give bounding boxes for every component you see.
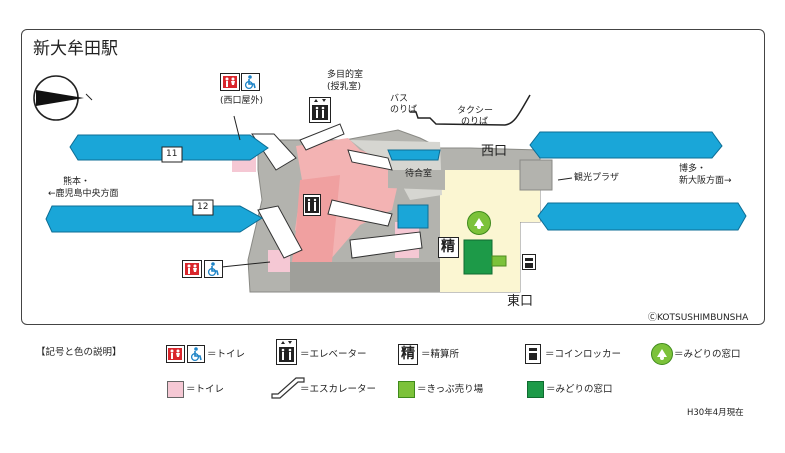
station-title: 新大牟田駅 <box>33 39 118 59</box>
platform-right-12 <box>537 202 747 231</box>
bus-route-line <box>410 94 531 126</box>
multipurpose-room-label: 多目的室 <box>327 70 364 80</box>
toilet-icon <box>182 260 202 278</box>
direction-hakata-2: 新大阪方面→ <box>679 176 732 186</box>
legend-midori-color-text: ＝みどりの窓口 <box>546 384 613 395</box>
track-12-label: 12 <box>197 202 209 212</box>
legend-toilet-icon <box>166 345 185 363</box>
legend-escalator-text: ＝エスカレーター <box>300 384 377 395</box>
nursing-room-label: (授乳室) <box>327 82 362 92</box>
map-frame <box>21 29 765 325</box>
legend-ticket-color-text: ＝きっぷ売り場 <box>417 384 484 395</box>
legend-fare-adjustment-text: ＝精算所 <box>421 349 460 360</box>
elevator-icon <box>303 194 321 216</box>
legend-coin-locker-icon <box>525 344 541 364</box>
legend-heading: 【記号と色の説明】 <box>36 347 122 358</box>
legend-ticket-color-swatch <box>398 381 415 398</box>
track-11-label: 11 <box>166 149 178 159</box>
legend-toilet-color-text: ＝トイレ <box>186 384 225 395</box>
legend-escalator-icon <box>271 377 305 399</box>
tourist-plaza-label: 観光プラザ <box>574 173 620 183</box>
midori-window-icon <box>467 211 491 235</box>
date-label: H30年4月現在 <box>687 408 744 418</box>
platform-right-11 <box>529 131 723 159</box>
bus-stop-label: のりば <box>390 105 418 115</box>
accessible-icon <box>204 260 223 278</box>
coin-locker-icon <box>522 254 536 270</box>
direction-kumamoto-1: 熊本・ <box>63 177 91 187</box>
copyright-text: ⒸKOTSUSHIMBUNSHA <box>648 313 749 323</box>
platforms <box>45 131 747 233</box>
toilet-icon <box>220 73 240 91</box>
station-floor <box>232 129 553 293</box>
legend-midori-color-swatch <box>527 381 544 398</box>
east-exit-label: 東口 <box>507 294 534 309</box>
legend-elevator-icon <box>276 339 297 365</box>
waiting-room-label: 待合室 <box>405 169 433 179</box>
accessible-icon <box>241 73 260 91</box>
west-exit-label: 西口 <box>481 144 508 159</box>
west-outdoor-label: (西口屋外) <box>220 96 264 106</box>
legend-midori-text: ＝みどりの窓口 <box>674 349 741 360</box>
platform-12 <box>45 205 263 233</box>
taxi-label: タクシー <box>457 106 494 116</box>
legend-fare-adjustment-icon: 精 <box>398 344 418 365</box>
legend-toilet-color-swatch <box>167 381 184 398</box>
legend-midori-icon <box>651 343 673 365</box>
direction-kumamoto-2: ←鹿児島中央方面 <box>48 189 119 199</box>
midori-window-area <box>463 239 493 275</box>
bus-label: バス <box>390 94 409 104</box>
legend-toilet-text: ＝トイレ <box>207 349 246 360</box>
ticket-vending-area <box>491 255 507 267</box>
legend-elevator-text: ＝エレベーター <box>300 349 367 360</box>
elevator-icon <box>309 97 331 123</box>
fare-adjustment-icon: 精 <box>438 237 459 258</box>
escalator-icon <box>251 123 423 259</box>
legend-accessible-icon <box>187 345 205 363</box>
legend-coin-locker-text: ＝コインロッカー <box>545 349 622 360</box>
taxi-stop-label: のりば <box>461 117 489 127</box>
north-arrow-icon <box>33 75 93 121</box>
direction-hakata-1: 博多・ <box>679 164 707 174</box>
